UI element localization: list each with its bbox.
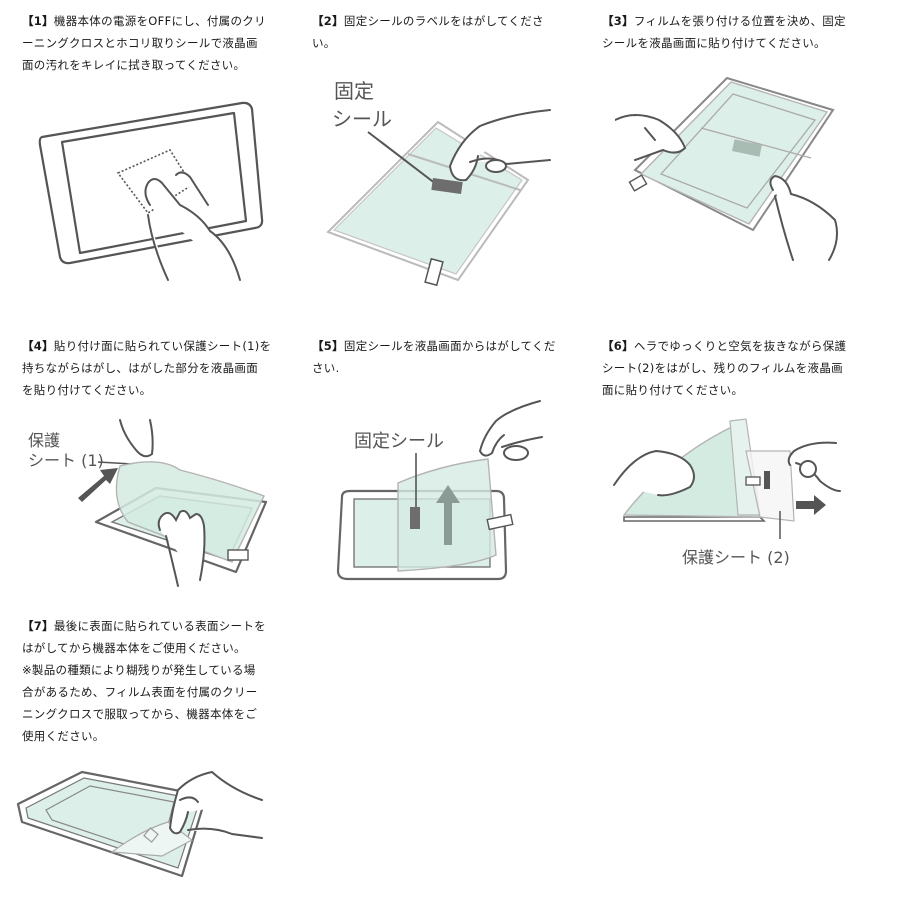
leader-line [367, 131, 437, 185]
label-fixing-seal: 固定シール [354, 431, 444, 452]
hand-icon [478, 400, 543, 461]
leader-line [97, 461, 133, 465]
step-3-illustration-position-film [615, 76, 838, 261]
hand-icon [448, 109, 551, 182]
svg-text:シート (1): シート (1) [28, 451, 104, 470]
step-1-text: 【1】機器本体の電源をOFFにし、付属のクリ ーニングクロスとホコリ取りシールで… [22, 14, 266, 72]
step-number: 【3】 [602, 14, 634, 28]
step-number: 【5】 [312, 339, 344, 353]
seal-icon [410, 507, 420, 529]
hand-icon [613, 441, 841, 497]
film-sheet-icon [326, 120, 530, 282]
step-2-illustration-peel-label: 固定 シール [326, 79, 551, 287]
arrow-right-icon [796, 495, 826, 515]
step-3-text: 【3】フィルムを張り付ける位置を決め、固定 シールを液晶画面に貼り付けてください… [602, 14, 846, 50]
step-6-text: 【6】ヘラでゆっくりと空気を抜きながら保護 シート(2)をはがし、残りのフィルム… [602, 339, 847, 397]
tablet-icon [623, 516, 766, 522]
step-4-illustration-peel-sheet-1: 保護 シート (1) [28, 419, 268, 587]
tab-icon [628, 174, 648, 192]
tab-icon [227, 549, 249, 561]
step-number: 【7】 [22, 619, 54, 633]
tablet-icon [38, 101, 264, 265]
step-number: 【1】 [22, 14, 54, 28]
label-protective-sheet-1: 保護 [28, 431, 60, 450]
film-sheet-icon [115, 461, 265, 563]
hand-icon [168, 770, 263, 839]
tab-icon [424, 257, 444, 287]
arrow-up-icon [436, 485, 460, 545]
step-5-text: 【5】固定シールを液晶画面からはがしてくだ さい. [312, 339, 556, 375]
seal-icon [732, 139, 762, 157]
seal-icon [431, 177, 463, 195]
tablet-with-film-icon [633, 76, 835, 232]
step-7-illustration-remove-surface-sheet [16, 770, 263, 878]
hand-icon [144, 171, 241, 281]
hand-icon [119, 419, 206, 587]
tab-icon [486, 513, 514, 531]
step-6-illustration-peel-sheet-2: 保護シート (2) [613, 418, 841, 567]
label-protective-sheet-2: 保護シート (2) [682, 548, 790, 567]
step-5-illustration-remove-seal: 固定シール [336, 400, 543, 581]
seal-icon [764, 471, 770, 489]
step-1-illustration-wipe-screen [38, 101, 264, 281]
step-7-text: 【7】最後に表面に貼られている表面シートを はがしてから機器本体をご使用ください… [22, 619, 266, 743]
step-number: 【4】 [22, 339, 54, 353]
step-4-text: 【4】貼り付け面に貼られてい保護シート(1)を 持ちながらはがし、はがした部分を… [22, 339, 272, 397]
svg-text:シール: シール [332, 107, 392, 131]
step-number: 【6】 [602, 339, 634, 353]
arrow-right-icon [78, 468, 118, 502]
label-fixing-seal: 固定 [334, 79, 374, 103]
hand-icon [615, 114, 838, 261]
step-2-text: 【2】固定シールのラベルをはがしてくださ い。 [312, 14, 544, 50]
tab-icon [745, 476, 761, 486]
step-number: 【2】 [312, 14, 344, 28]
